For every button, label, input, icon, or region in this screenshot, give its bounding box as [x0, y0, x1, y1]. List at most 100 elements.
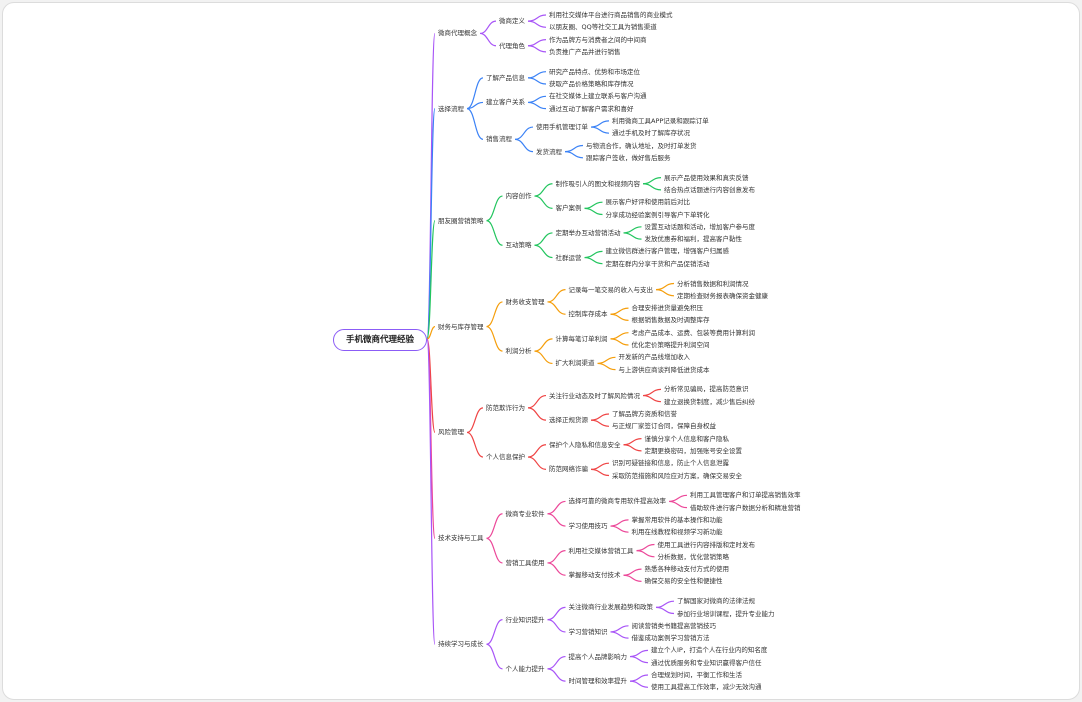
topic-node[interactable]: 提高个人品牌影响力: [568, 652, 628, 661]
leaf-node[interactable]: 识别可疑链接和信息，防止个人信息泄露: [612, 459, 729, 468]
topic-node[interactable]: 定期举办互动营销活动: [555, 228, 621, 237]
leaf-node[interactable]: 以朋友圈、QQ等社交工具为销售渠道: [549, 23, 657, 32]
leaf-node[interactable]: 定期在群内分享干货和产品促销活动: [605, 259, 710, 268]
leaf-node[interactable]: 定期检查财务报表确保资金健康: [677, 291, 768, 300]
leaf-node[interactable]: 建立微信群进行客户管理，增强客户归属感: [605, 247, 730, 256]
topic-node[interactable]: 制作吸引人的图文和视频内容: [555, 179, 641, 188]
leaf-node[interactable]: 阅读营销类书籍提高营销技巧: [631, 621, 717, 630]
leaf-node[interactable]: 分析销售数据和利润情况: [677, 279, 749, 288]
topic-node[interactable]: 发货流程: [536, 147, 562, 156]
branch-node[interactable]: 微商代理概念: [438, 29, 477, 38]
branch-node[interactable]: 朋友圈营销策略: [438, 216, 484, 225]
topic-node[interactable]: 防范欺诈行为: [486, 403, 525, 412]
branch-node[interactable]: 持续学习与成长: [438, 640, 484, 649]
topic-node[interactable]: 保护个人隐私和信息安全: [549, 440, 621, 449]
leaf-node[interactable]: 分析常见骗局，提高防范意识: [664, 385, 749, 394]
topic-node[interactable]: 微商定义: [499, 17, 525, 26]
branch-node[interactable]: 风险管理: [438, 428, 464, 437]
root-node[interactable]: 手机微商代理经验: [333, 329, 428, 351]
topic-node[interactable]: 控制库存成本: [568, 310, 608, 319]
topic-node[interactable]: 客户案例: [555, 204, 582, 213]
leaf-node[interactable]: 建立退换货制度，减少售后纠纷: [664, 397, 755, 406]
topic-node[interactable]: 行业知识提升: [505, 615, 545, 624]
leaf-node[interactable]: 根据销售数据及时调整库存: [631, 316, 710, 325]
leaf-node[interactable]: 参加行业培训课程，提升专业能力: [677, 609, 775, 618]
connector-line: [655, 606, 675, 615]
leaf-node[interactable]: 分析数据，优化营销策略: [657, 552, 730, 561]
leaf-node[interactable]: 结合热点话题进行内容创意发布: [664, 185, 755, 194]
branch-node[interactable]: 财务与库存管理: [438, 322, 484, 331]
topic-node[interactable]: 选择正规货源: [549, 416, 588, 425]
leaf-node[interactable]: 展示客户好评和使用前后对比: [605, 198, 691, 207]
topic-node[interactable]: 时间管理和效率提升: [568, 677, 628, 686]
leaf-node[interactable]: 了解品牌方资质和信誉: [612, 410, 677, 418]
topic-node[interactable]: 学习营销知识: [568, 627, 608, 636]
branch-node[interactable]: 选择流程: [438, 104, 464, 113]
leaf-node[interactable]: 使用工具进行内容排版和定时发布: [657, 540, 756, 549]
leaf-node[interactable]: 研究产品特点、优势和市场定位: [549, 67, 640, 76]
topic-node[interactable]: 关注行业动态及时了解风险情况: [549, 391, 640, 400]
leaf-node[interactable]: 与正规厂家签订合同，保障自身权益: [612, 422, 716, 431]
leaf-node[interactable]: 考虑产品成本、运费、包装等费用计算利润: [631, 328, 756, 337]
leaf-node[interactable]: 定期更换密码，加强账号安全设置: [644, 446, 743, 455]
leaf-node[interactable]: 掌握常用软件的基本操作和功能: [631, 515, 723, 524]
leaf-node[interactable]: 合理规划时间，平衡工作和生活: [651, 671, 742, 679]
leaf-node[interactable]: 优化定价策略提升利润空间: [631, 341, 710, 349]
leaf-node[interactable]: 借鉴成功案例学习营销方法: [631, 634, 710, 643]
topic-node[interactable]: 扩大利润渠道: [555, 359, 595, 368]
topic-node[interactable]: 记录每一笔交易的收入与支出: [568, 285, 654, 294]
leaf-node[interactable]: 谨慎分享个人信息和客户隐私: [644, 434, 730, 443]
leaf-node[interactable]: 通过互动了解客户需求和喜好: [549, 104, 634, 113]
topic-node[interactable]: 利用社交媒体营销工具: [568, 546, 634, 555]
topic-node[interactable]: 利润分析: [505, 347, 532, 356]
connector-line: [623, 568, 642, 576]
topic-node[interactable]: 销售流程: [486, 135, 512, 144]
topic-node[interactable]: 了解产品信息: [486, 73, 525, 82]
topic-node[interactable]: 内容创作: [505, 192, 532, 201]
topic-node[interactable]: 防范网络诈骗: [549, 465, 588, 474]
leaf-node[interactable]: 使用工具提高工作效率，减少无效沟通: [651, 683, 762, 692]
connector-line: [590, 120, 610, 128]
leaf-node[interactable]: 开发新的产品线增加收入: [618, 353, 691, 362]
leaf-node[interactable]: 利用在线教程和视频学习新功能: [631, 528, 723, 537]
leaf-node[interactable]: 与上游供应商谈判降低进货成本: [618, 365, 710, 374]
leaf-node[interactable]: 发放优惠券和福利，提高客户黏性: [644, 235, 743, 244]
topic-node[interactable]: 互动策略: [505, 241, 532, 250]
topic-node[interactable]: 社群运营: [555, 253, 582, 262]
leaf-node[interactable]: 展示产品使用效果和真实反馈: [664, 173, 749, 182]
leaf-node[interactable]: 采取防范措施和风险应对方案，确保交易安全: [612, 471, 742, 480]
leaf-node[interactable]: 借助软件进行客户数据分析和精准营销: [690, 503, 801, 512]
leaf-node[interactable]: 分享成功经验案例引导客户下单转化: [605, 210, 710, 219]
topic-node[interactable]: 使用手机管理订单: [536, 123, 588, 132]
leaf-node[interactable]: 利用工具管理客户和订单提高销售效率: [690, 491, 801, 500]
topic-node[interactable]: 微商专业软件: [505, 509, 545, 518]
leaf-node[interactable]: 在社交媒体上建立联系与客户沟通: [549, 92, 647, 101]
topic-node[interactable]: 代理角色: [499, 41, 525, 50]
leaf-node[interactable]: 建立个人IP，打造个人在行业内的知名度: [651, 646, 768, 655]
leaf-node[interactable]: 作为品牌方与消费者之间的中间商: [549, 35, 647, 44]
leaf-node[interactable]: 了解国家对微商的法律法规: [677, 597, 755, 606]
leaf-node[interactable]: 负责推广产品并进行销售: [549, 47, 621, 56]
leaf-node[interactable]: 利用微商工具APP记录和跟踪订单: [612, 116, 709, 125]
topic-node[interactable]: 学习使用技巧: [568, 522, 608, 531]
topic-node[interactable]: 建立客户关系: [486, 98, 525, 107]
topic-node[interactable]: 计算每笔订单利润: [555, 334, 608, 343]
topic-node[interactable]: 个人信息保护: [486, 453, 525, 462]
leaf-node[interactable]: 与物流合作，确认地址，及时打单发货: [586, 141, 697, 150]
leaf-node[interactable]: 跟踪客户签收，做好售后服务: [586, 153, 671, 162]
topic-node[interactable]: 掌握移动支付技术: [568, 571, 621, 580]
leaf-node[interactable]: 熟悉各种移动支付方式的使用: [644, 565, 730, 574]
topic-node[interactable]: 关注微商行业发展趋势和政策: [568, 603, 654, 612]
leaf-node[interactable]: 设置互动话题和活动，增加客户参与度: [644, 222, 756, 231]
topic-node[interactable]: 财务收支管理: [505, 297, 545, 306]
leaf-node[interactable]: 通过手机及时了解库存状况: [612, 129, 690, 138]
topic-node[interactable]: 营销工具使用: [505, 558, 545, 567]
topic-node[interactable]: 个人能力提升: [505, 664, 545, 673]
leaf-node[interactable]: 通过优质服务和专业知识赢得客户信任: [651, 658, 762, 667]
leaf-node[interactable]: 确保交易的安全性和便捷性: [644, 577, 723, 586]
topic-node[interactable]: 选择可靠的微商专用软件提高效率: [568, 497, 667, 506]
leaf-node[interactable]: 获取产品价格策略和库存情况: [549, 80, 634, 88]
branch-node[interactable]: 技术支持与工具: [438, 534, 484, 543]
leaf-node[interactable]: 利用社交媒体平台进行商品销售的商业模式: [549, 11, 673, 19]
leaf-node[interactable]: 合理安排进货量避免积压: [631, 304, 704, 313]
